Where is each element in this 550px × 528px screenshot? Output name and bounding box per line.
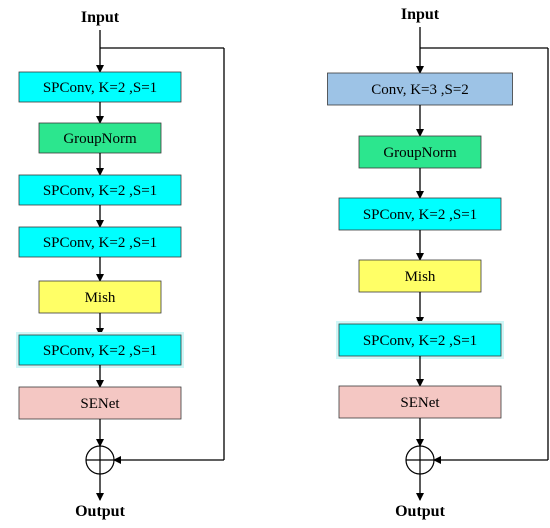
spconv-block-box (338, 197, 502, 231)
groupnorm-block-label: GroupNorm (63, 131, 137, 147)
spconv-block-label: SPConv, K=2 ,S=1 (363, 333, 477, 349)
output-label: Output (75, 503, 125, 520)
output-label: Output (395, 503, 445, 520)
groupnorm-block-box (358, 135, 482, 169)
conv-block-label: Conv, K=3 ,S=2 (371, 82, 469, 98)
senet-block-label: SENet (400, 395, 440, 411)
senet-block-box (18, 386, 182, 420)
input-label: Input (401, 6, 440, 23)
input-label: Input (81, 9, 120, 26)
spconv-block-box (18, 174, 182, 206)
spconv-block-label: SPConv, K=2 ,S=1 (43, 183, 157, 199)
spconv-block-box (338, 323, 502, 357)
spconv-block-label: SPConv, K=2 ,S=1 (363, 207, 477, 223)
spconv-block-box (18, 226, 182, 258)
conv-block-box (327, 72, 513, 106)
mish-block-box (38, 280, 162, 314)
senet-block-label: SENet (80, 396, 120, 412)
spconv-block-label: SPConv, K=2 ,S=1 (43, 80, 157, 96)
spconv-block-label: SPConv, K=2 ,S=1 (43, 235, 157, 251)
spconv-block-label: SPConv, K=2 ,S=1 (43, 343, 157, 359)
mish-block-label: Mish (85, 290, 116, 306)
circled-plus-icon (405, 445, 435, 475)
groupnorm-block-label: GroupNorm (383, 145, 457, 161)
mish-block-label: Mish (405, 269, 436, 285)
circled-plus-icon (85, 445, 115, 475)
senet-block-box (338, 385, 502, 419)
spconv-block-box (18, 71, 182, 103)
